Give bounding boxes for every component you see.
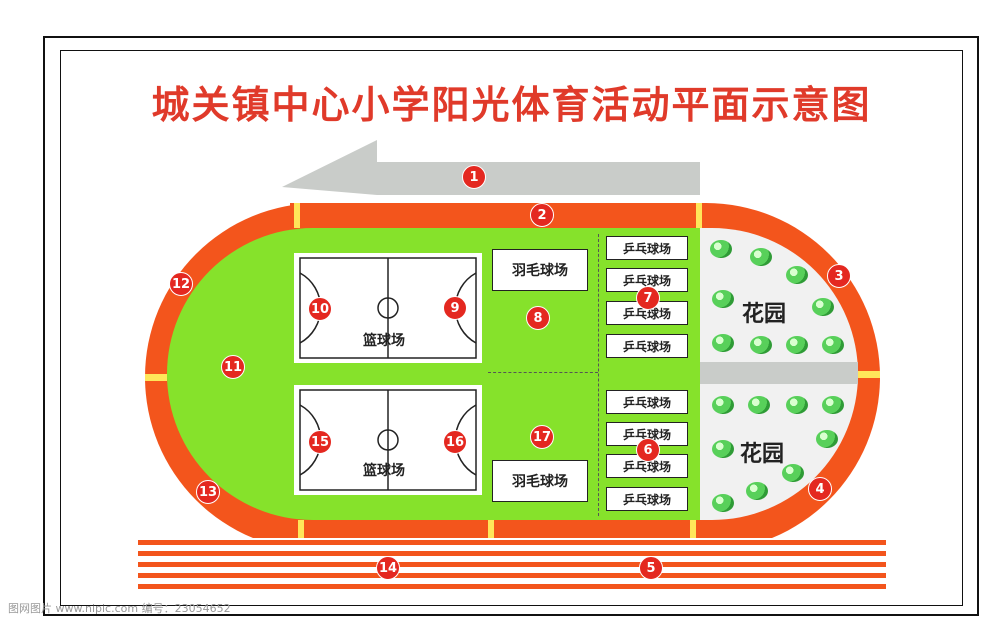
bush-icon <box>812 298 834 316</box>
garden-path <box>700 362 858 384</box>
pingpong-table: 乒乓球场 <box>606 390 688 414</box>
lane-divider <box>298 520 304 551</box>
zone-marker-16: 16 <box>443 430 467 454</box>
bush-icon <box>712 290 734 308</box>
bush-icon <box>750 248 772 266</box>
zone-marker-13: 13 <box>196 480 220 504</box>
bush-icon <box>746 482 768 500</box>
lane-divider <box>696 203 702 228</box>
bush-icon <box>712 494 734 512</box>
garden-label: 花园 <box>742 302 787 327</box>
zone-marker-7: 7 <box>636 286 660 310</box>
badminton-court-top: 羽毛球场 <box>492 249 588 291</box>
inner-frame <box>60 50 963 606</box>
field-divider-vertical <box>598 234 599 516</box>
zone-marker-4: 4 <box>808 477 832 501</box>
field-divider-horizontal <box>488 372 598 373</box>
bush-icon <box>822 336 844 354</box>
zone-marker-17: 17 <box>530 425 554 449</box>
page-title: 城关镇中心小学阳光体育活动平面示意图 <box>151 82 872 127</box>
zone-marker-1: 1 <box>462 165 486 189</box>
pingpong-table: 乒乓球场 <box>606 301 688 325</box>
bush-icon <box>748 396 770 414</box>
track-top <box>290 203 700 228</box>
basketball-court-label: 篮球场 <box>363 463 405 479</box>
zone-marker-9: 9 <box>443 296 467 320</box>
pingpong-table: 乒乓球场 <box>606 236 688 260</box>
zone-marker-15: 15 <box>308 430 332 454</box>
pingpong-table: 乒乓球场 <box>606 422 688 446</box>
basketball-court-label: 篮球场 <box>363 333 405 349</box>
zone-marker-14: 14 <box>376 556 400 580</box>
pingpong-table: 乒乓球场 <box>606 487 688 511</box>
lane-divider <box>488 520 494 551</box>
garden-label: 花园 <box>740 442 785 467</box>
zone-marker-10: 10 <box>308 297 332 321</box>
bush-icon <box>816 430 838 448</box>
zone-marker-5: 5 <box>639 556 663 580</box>
bush-icon <box>712 334 734 352</box>
lane-divider <box>145 374 167 381</box>
zone-marker-12: 12 <box>169 272 193 296</box>
zone-marker-11: 11 <box>221 355 245 379</box>
zone-marker-2: 2 <box>530 203 554 227</box>
bush-icon <box>786 266 808 284</box>
direction-arrow <box>282 140 700 195</box>
lane-divider <box>690 520 696 551</box>
lane-divider <box>294 203 300 228</box>
bush-icon <box>786 336 808 354</box>
pingpong-table: 乒乓球场 <box>606 334 688 358</box>
zone-marker-8: 8 <box>526 306 550 330</box>
bush-icon <box>712 440 734 458</box>
lane-divider <box>858 371 880 378</box>
bush-icon <box>782 464 804 482</box>
zone-marker-6: 6 <box>636 438 660 462</box>
bush-icon <box>712 396 734 414</box>
zone-marker-3: 3 <box>827 264 851 288</box>
badminton-court-bottom: 羽毛球场 <box>492 460 588 502</box>
bush-icon <box>710 240 732 258</box>
straight-lanes <box>138 538 886 598</box>
bush-icon <box>750 336 772 354</box>
bush-icon <box>822 396 844 414</box>
watermark: 图网图片 www.nipic.com 编号：23054652 <box>8 602 231 615</box>
outer-frame <box>43 36 979 616</box>
bush-icon <box>786 396 808 414</box>
